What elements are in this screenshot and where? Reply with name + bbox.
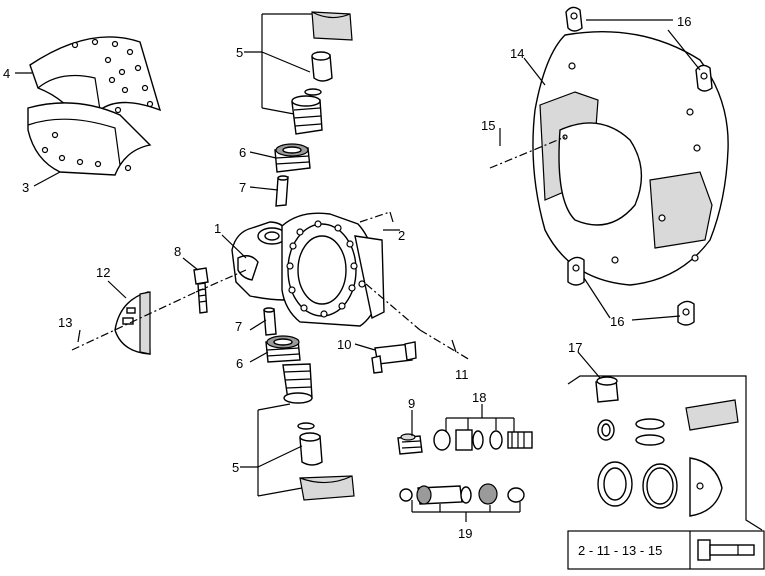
part-4-upper-shell — [29, 36, 162, 142]
callout-13: 13 — [58, 315, 72, 330]
part-7-upper-pin — [275, 175, 289, 207]
callout-18: 18 — [472, 390, 486, 405]
part-7-lower-pin — [263, 307, 277, 336]
bolt-icon — [697, 539, 755, 561]
callout-6-upper: 6 — [239, 145, 246, 160]
callout-7-upper: 7 — [239, 180, 246, 195]
part-19-seal-kit — [399, 483, 525, 505]
part-10-bracket — [371, 341, 417, 374]
part-17-group-box — [567, 375, 763, 531]
callout-10: 10 — [337, 337, 351, 352]
leader-lines — [15, 13, 701, 522]
callout-4: 4 — [3, 66, 10, 81]
callout-15: 15 — [481, 118, 495, 133]
callout-16-top: 16 — [677, 14, 691, 29]
callout-14: 14 — [510, 46, 524, 61]
part-18-seal-kit — [433, 429, 533, 451]
part-3-lower-shell — [27, 102, 152, 176]
part-5-lower-assembly — [282, 363, 355, 501]
part-5-upper-assembly — [291, 11, 353, 135]
part-6-lower-spring — [265, 335, 301, 363]
part-12-pad — [114, 291, 151, 355]
callout-11: 11 — [455, 367, 469, 382]
part-6-upper-spring — [274, 143, 311, 173]
callout-8: 8 — [174, 244, 181, 259]
part-9-valve — [397, 433, 423, 455]
callout-17: 17 — [568, 340, 582, 355]
part-16-clips — [565, 6, 713, 326]
callout-6-lower: 6 — [236, 356, 243, 371]
callout-3: 3 — [22, 180, 29, 195]
callout-5-lower: 5 — [232, 460, 239, 475]
legend-reference: 2 - 11 - 13 - 15 — [578, 543, 662, 558]
callout-12: 12 — [96, 265, 110, 280]
legend-box — [567, 530, 765, 570]
part-17-seal-set — [595, 376, 739, 517]
callout-9: 9 — [408, 396, 415, 411]
callout-5-upper: 5 — [236, 45, 243, 60]
callout-1: 1 — [214, 221, 221, 236]
callout-7-lower: 7 — [235, 319, 242, 334]
callout-19: 19 — [458, 526, 472, 541]
part-14-cover-plate — [532, 30, 729, 286]
callout-16-bottom: 16 — [610, 314, 624, 329]
callout-2: 2 — [398, 228, 405, 243]
part-2-housing — [281, 212, 385, 327]
part-8-bleeder-bolt — [193, 267, 209, 314]
